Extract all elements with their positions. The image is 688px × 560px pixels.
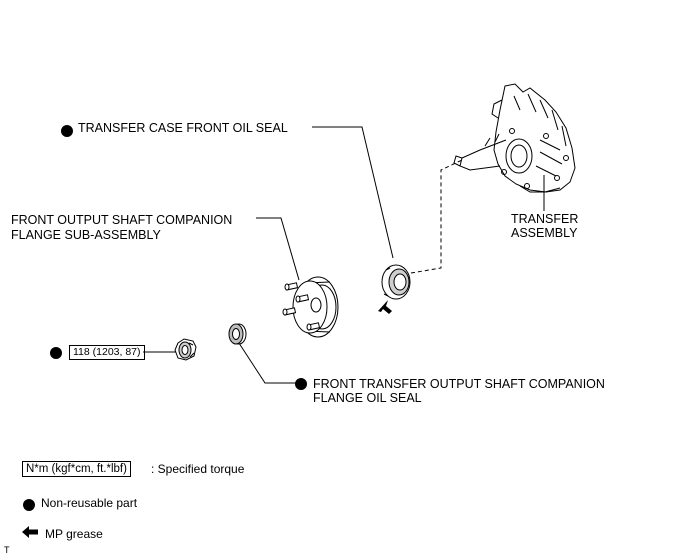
transfer-label-line1: TRANSFER — [511, 212, 579, 226]
footer-mark: T — [4, 545, 10, 555]
nut-drawing — [174, 338, 197, 361]
torque-value-box: 118 (1203, 87) — [69, 345, 145, 360]
flange-leader — [256, 217, 300, 281]
oil-seal-leader — [312, 126, 394, 259]
legend-grease-desc: MP grease — [45, 527, 103, 541]
grease-arrow-on-seal — [378, 300, 392, 314]
leader-lines — [143, 126, 545, 384]
flange-seal-label-line2: FLANGE OIL SEAL — [313, 391, 422, 405]
alignment-dashed-line — [410, 159, 463, 274]
oil-seal-nonreusable-dot — [61, 125, 73, 137]
legend-nonreusable-dot — [23, 499, 35, 511]
flange-oil-seal-drawing — [228, 323, 247, 345]
legend-torque-unit-box: N*m (kgf*cm, ft.*lbf) — [22, 461, 131, 477]
nut-nonreusable-dot — [50, 347, 62, 359]
transfer-label-line2: ASSEMBLY — [511, 226, 578, 240]
companion-flange-drawing — [282, 276, 339, 338]
grease-arrow-icon — [22, 526, 38, 538]
oil-seal-drawing — [381, 264, 411, 300]
flange-seal-nonreusable-dot — [295, 378, 307, 390]
legend-nonreusable-desc: Non-reusable part — [41, 496, 138, 510]
flange-label-line1: FRONT OUTPUT SHAFT COMPANION — [11, 213, 233, 227]
flange-seal-label-line1: FRONT TRANSFER OUTPUT SHAFT COMPANION — [313, 377, 605, 391]
transfer-assembly-drawing — [453, 83, 576, 193]
flange-seal-leader — [236, 339, 296, 384]
flange-label-line2: FLANGE SUB-ASSEMBLY — [11, 228, 161, 242]
legend-torque-desc: : Specified torque — [151, 462, 245, 476]
oil-seal-label: TRANSFER CASE FRONT OIL SEAL — [78, 121, 288, 135]
